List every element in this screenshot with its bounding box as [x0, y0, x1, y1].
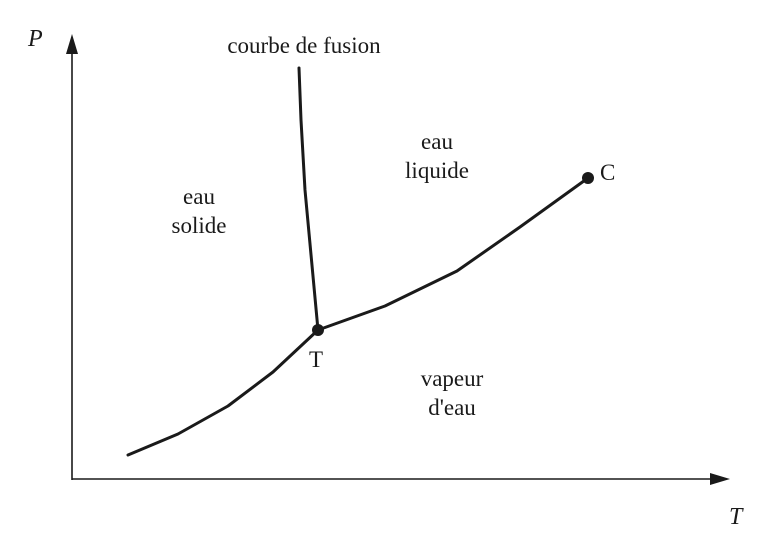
x-axis-arrow [710, 473, 730, 485]
vapor-region-label-line1: vapeur [421, 366, 484, 391]
critical-point-label: C [600, 160, 615, 185]
liquid-region-label-line1: eau [421, 129, 453, 154]
solid-region-label-line1: eau [183, 184, 215, 209]
y-axis-arrow [66, 34, 78, 54]
liquid-region-label-line2: liquide [405, 158, 469, 183]
vaporization-curve [316, 176, 590, 332]
triple-point [312, 324, 324, 336]
x-axis-label: T [729, 504, 744, 530]
triple-point-label: T [309, 347, 323, 372]
y-axis-label: P [27, 26, 43, 52]
fusion-curve-label: courbe de fusion [227, 33, 381, 58]
critical-point [582, 172, 594, 184]
solid-region-label-line2: solide [172, 213, 227, 238]
fusion-curve [297, 66, 320, 332]
vapor-region-label-line2: d'eau [428, 395, 476, 420]
sublimation-curve [126, 328, 320, 457]
